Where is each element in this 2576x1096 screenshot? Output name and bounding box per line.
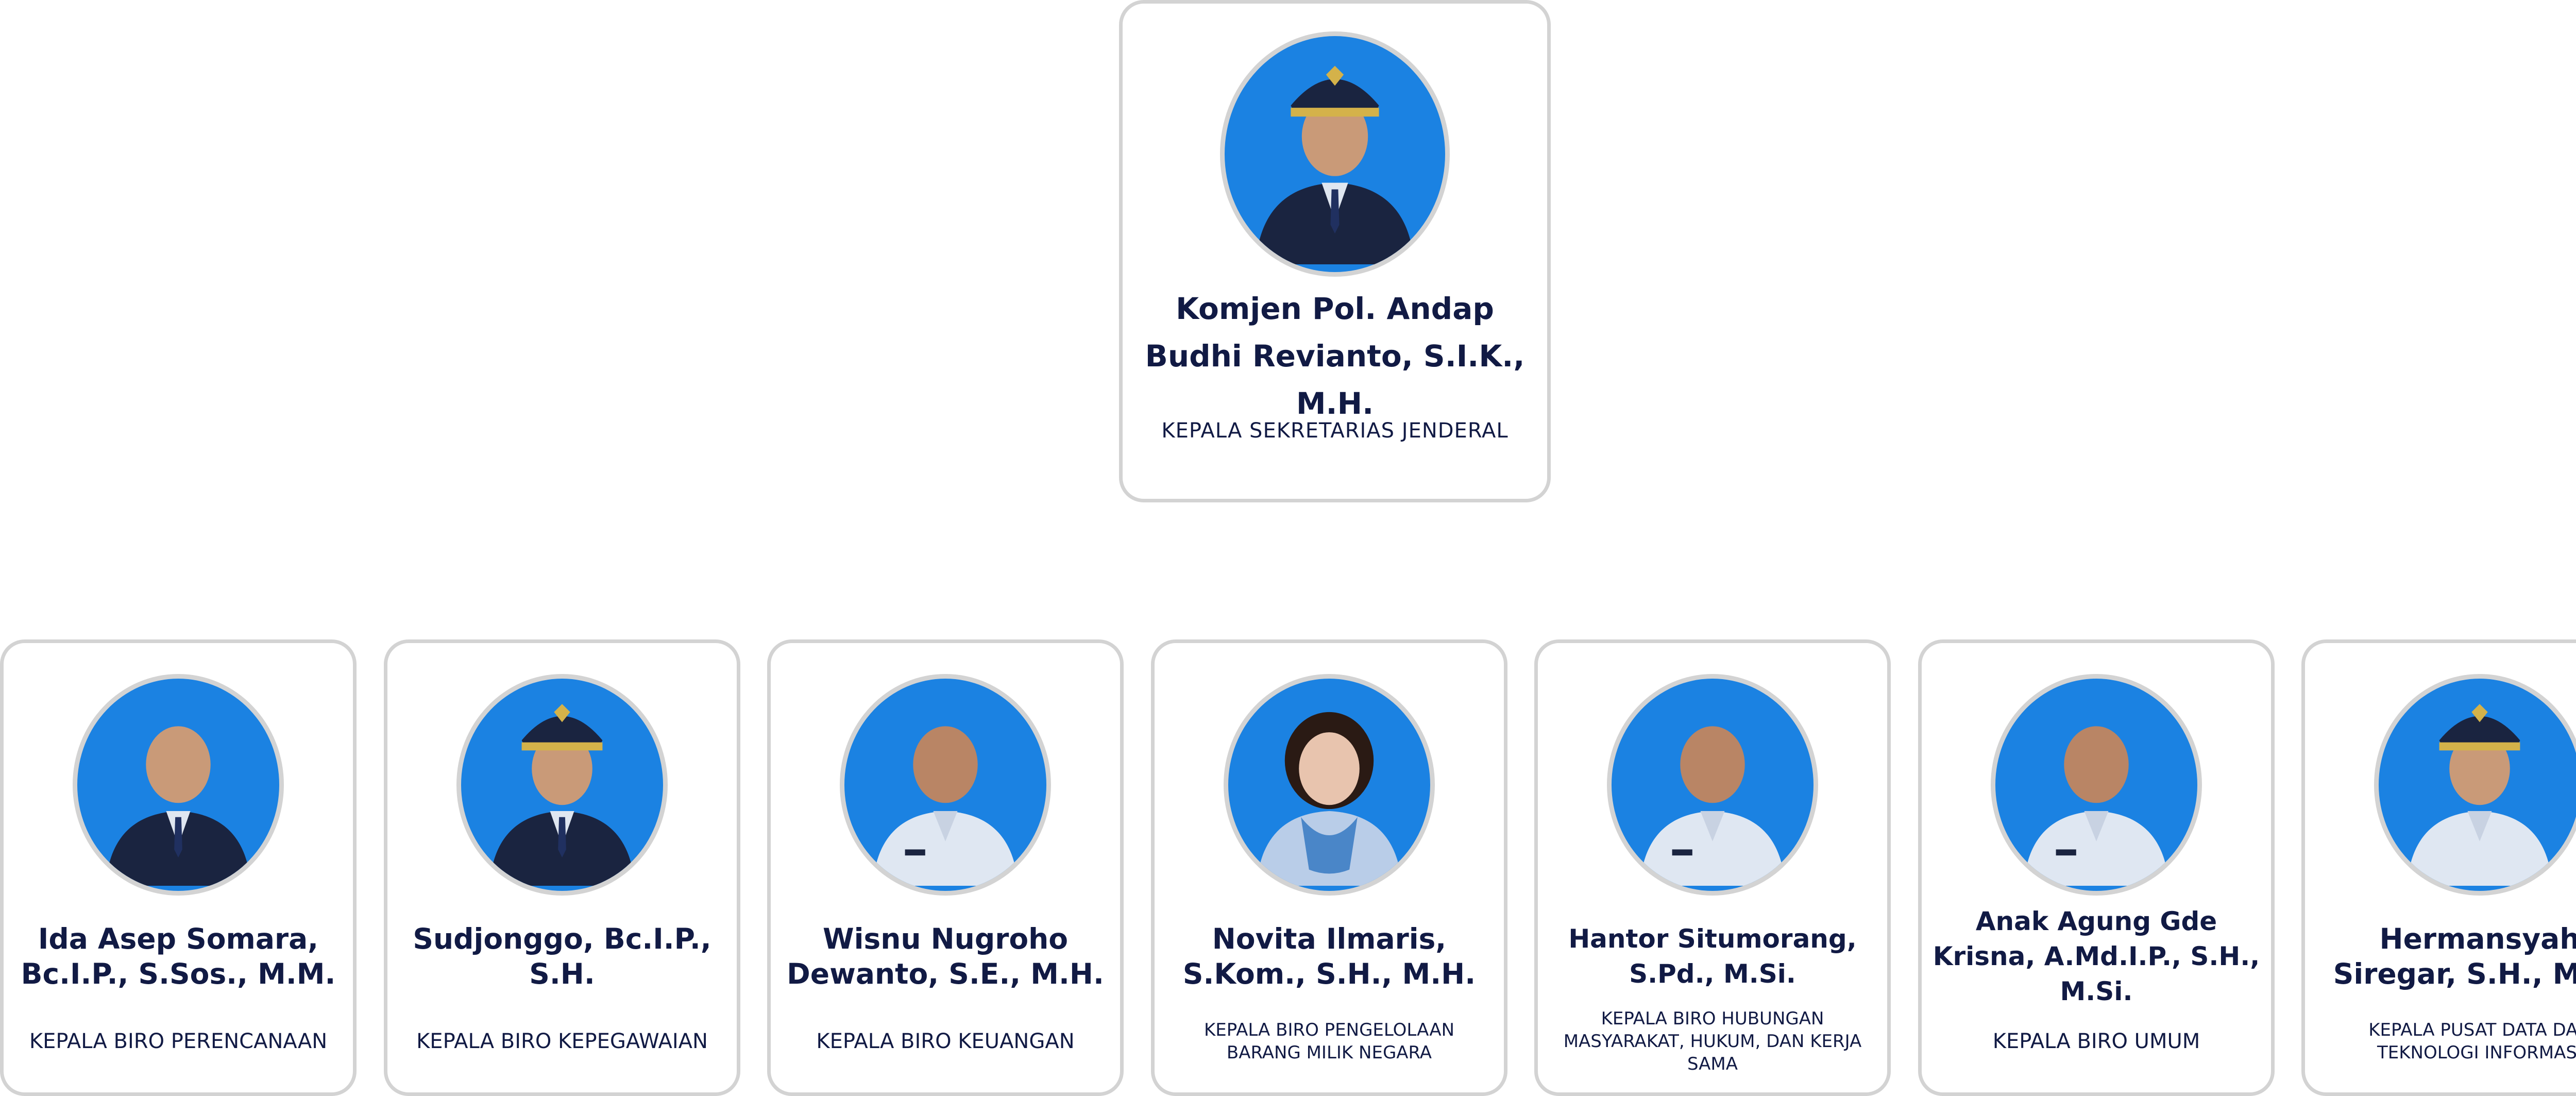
official-photo [1224, 674, 1435, 896]
official-role: KEPALA BIRO HUBUNGAN MASYARAKAT, HUKUM, … [1563, 1008, 1862, 1074]
official-card[interactable]: Novita Ilmaris, S.Kom., S.H., M.H. KEPAL… [1151, 639, 1507, 1096]
person-silhouette-icon [1612, 679, 1814, 891]
official-role: KEPALA BIRO UMUM [1992, 1030, 2200, 1053]
official-card[interactable]: Anak Agung Gde Krisna, A.Md.I.P., S.H., … [1918, 639, 2275, 1096]
official-name: Ida Asep Somara, Bc.I.P., S.Sos., M.M. [21, 922, 336, 990]
official-card[interactable]: Wisnu Nugroho Dewanto, S.E., M.H. KEPALA… [767, 639, 1124, 1096]
official-card[interactable]: Sudjonggo, Bc.I.P., S.H. KEPALA BIRO KEP… [384, 639, 740, 1096]
person-silhouette-icon [1228, 679, 1430, 891]
official-photo [840, 674, 1051, 896]
person-silhouette-icon [2379, 679, 2576, 891]
official-photo [73, 674, 284, 896]
official-card[interactable]: Ida Asep Somara, Bc.I.P., S.Sos., M.M. K… [0, 639, 357, 1096]
official-role: KEPALA BIRO KEPEGAWAIAN [416, 1030, 708, 1053]
official-role: KEPALA BIRO KEUANGAN [816, 1030, 1075, 1053]
official-name: Hantor Situmorang, S.Pd., M.Si. [1568, 924, 1857, 989]
official-card[interactable]: Hermansyah Siregar, S.H., M.H. KEPALA PU… [2301, 639, 2576, 1096]
official-role: KEPALA SEKRETARIAS JENDERAL [1161, 419, 1509, 443]
official-role: KEPALA BIRO PENGELOLAAN BARANG MILIK NEG… [1204, 1020, 1455, 1063]
person-silhouette-icon [844, 679, 1046, 891]
person-silhouette-icon [461, 679, 663, 891]
official-name: Novita Ilmaris, S.Kom., S.H., M.H. [1182, 922, 1476, 990]
person-silhouette-icon [77, 679, 279, 891]
official-role: KEPALA BIRO PERENCANAAN [29, 1030, 328, 1053]
official-name: Anak Agung Gde Krisna, A.Md.I.P., S.H., … [1933, 906, 2260, 1006]
official-photo [1991, 674, 2202, 896]
official-photo [1220, 31, 1450, 277]
official-name: Hermansyah Siregar, S.H., M.H. [2333, 922, 2576, 990]
official-photo [2374, 674, 2576, 896]
person-silhouette-icon [1225, 36, 1445, 272]
official-photo [1607, 674, 1818, 896]
official-card[interactable]: Hantor Situmorang, S.Pd., M.Si. KEPALA B… [1534, 639, 1891, 1096]
person-silhouette-icon [1995, 679, 2197, 891]
official-photo [456, 674, 668, 896]
head-official-card[interactable]: Komjen Pol. Andap Budhi Revianto, S.I.K.… [1119, 0, 1551, 502]
official-name: Sudjonggo, Bc.I.P., S.H. [413, 922, 711, 990]
official-name: Komjen Pol. Andap Budhi Revianto, S.I.K.… [1145, 291, 1525, 421]
official-role: KEPALA PUSAT DATA DAN TEKNOLOGI INFORMAS… [2368, 1020, 2576, 1063]
official-name: Wisnu Nugroho Dewanto, S.E., M.H. [787, 922, 1104, 990]
